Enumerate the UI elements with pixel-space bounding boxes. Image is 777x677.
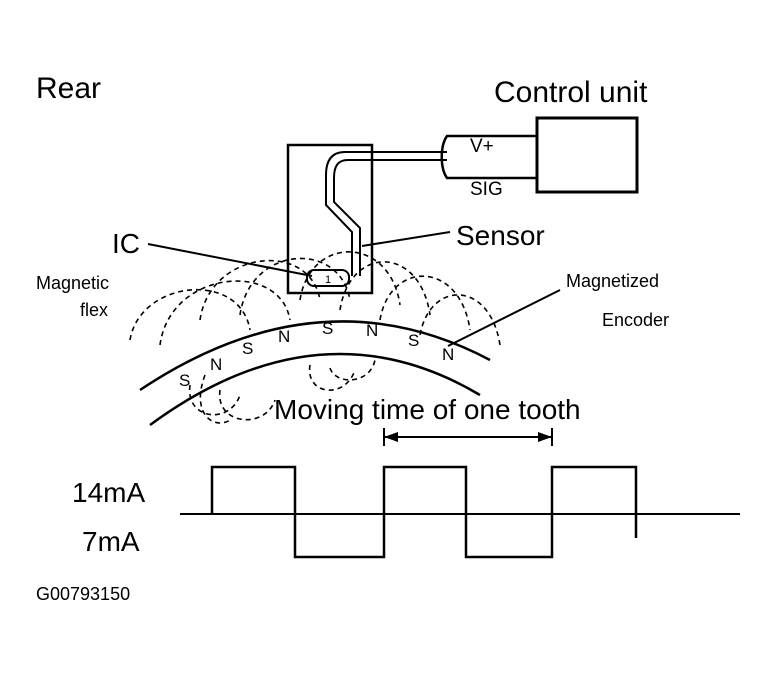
ic-label: IC: [112, 228, 140, 259]
encoder-pole: S: [408, 331, 419, 350]
magnetic-flex-label-line1: Magnetic: [36, 273, 110, 293]
sensor-label: Sensor: [456, 220, 545, 251]
sensor-cable-outer: [325, 151, 447, 276]
current-high-label: 14mA: [72, 477, 146, 508]
encoder-pole: S: [179, 371, 190, 390]
encoder-pole: S: [322, 319, 333, 338]
magnetic-flex-label-line2: flex: [80, 300, 109, 320]
connector-body: [440, 134, 539, 180]
encoder-pole: N: [442, 345, 454, 364]
encoder-leader-line: [447, 289, 561, 347]
ic-chip: [306, 269, 350, 287]
encoder-label: Encoder: [602, 310, 670, 330]
encoder-inner-arc: [149, 352, 481, 427]
rear-label: Rear: [36, 72, 102, 105]
magnetic-flux-lines: [129, 251, 501, 424]
encoder-pole: N: [366, 321, 378, 340]
signal-waveform: [210, 465, 638, 559]
sensor-leader-line: [361, 231, 451, 247]
sensor-cable-inner: [333, 159, 447, 276]
moving-time-label: Moving time of one tooth: [274, 394, 581, 425]
figure-code-label: G00793150: [36, 584, 131, 604]
encoder-pole: S: [242, 339, 253, 358]
magnetized-label-line1: Magnetized: [566, 271, 660, 291]
arrowhead-left-icon: [384, 432, 398, 442]
current-low-label: 7mA: [82, 526, 140, 557]
sensor-housing: [286, 143, 374, 295]
encoder-outer-arc: [139, 320, 491, 392]
ic-chip-mark: 1: [325, 274, 331, 286]
ic-leader-line: [147, 243, 313, 277]
control-unit-box: [535, 116, 639, 194]
arrowhead-right-icon: [538, 432, 552, 442]
control-unit-label: Control unit: [494, 76, 648, 109]
encoder-pole: N: [278, 327, 290, 346]
encoder-pole: N: [210, 355, 222, 374]
vplus-label: V+: [470, 136, 494, 157]
sig-label: SIG: [470, 179, 503, 200]
